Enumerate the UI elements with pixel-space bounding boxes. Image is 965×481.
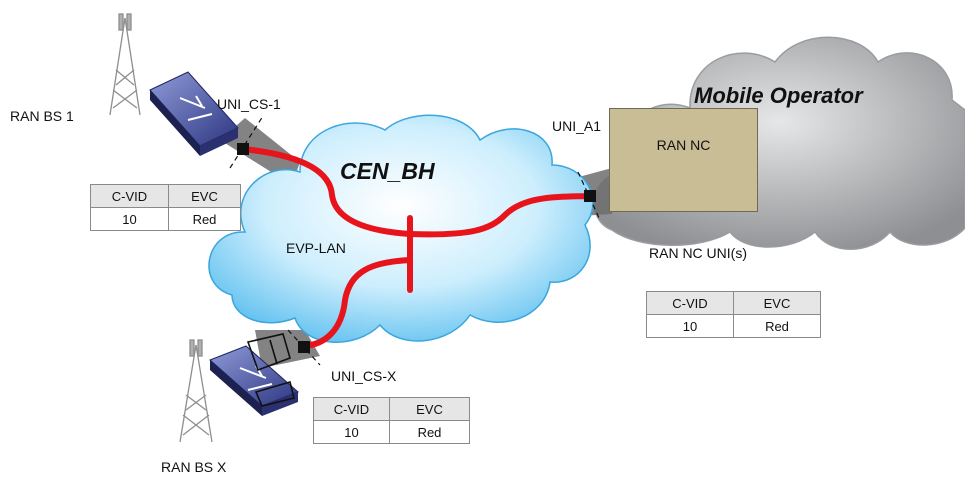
uni-cs1-marker — [229, 115, 264, 169]
table-header-row: C-VID EVC — [90, 184, 241, 208]
table-header-row: C-VID EVC — [646, 291, 821, 315]
uni-csx-marker — [287, 329, 321, 366]
bsx-vlan-table: C-VID EVC 10 Red — [313, 397, 470, 444]
table-header-evc: EVC — [168, 184, 241, 208]
evc-path-bsx — [300, 257, 413, 349]
uni-csx-label: UNI_CS-X — [331, 368, 397, 384]
evc-path-nc — [407, 193, 593, 238]
uni-cs1-label: UNI_CS-1 — [217, 96, 281, 112]
uni-cs1-port — [237, 143, 249, 155]
evc-path-bs1 — [240, 146, 413, 237]
table-cell-evc: Red — [389, 420, 470, 444]
table-cell-evc: Red — [168, 207, 241, 231]
table-header-evc: EVC — [389, 397, 470, 421]
evp-lan-label: EVP-LAN — [286, 240, 346, 256]
table-header-cvid: C-VID — [90, 184, 169, 208]
table-cell-cvid: 10 — [90, 207, 169, 231]
table-header-cvid: C-VID — [646, 291, 734, 315]
table-header-row: C-VID EVC — [313, 397, 470, 421]
network-device-bs1-icon — [149, 71, 239, 156]
device-outline-bsx — [246, 333, 295, 407]
cell-tower-bsx-icon — [179, 339, 213, 443]
ran-nc-label: RAN NC — [656, 137, 711, 153]
uni-a1-port — [584, 190, 596, 202]
table-header-cvid: C-VID — [313, 397, 390, 421]
table-cell-evc: Red — [733, 314, 821, 338]
table-cell-cvid: 10 — [646, 314, 734, 338]
table-row: 10 Red — [90, 207, 241, 231]
ran-nc-uni-label: RAN NC UNI(s) — [649, 245, 747, 261]
cen-bh-cloud — [208, 114, 594, 344]
uni-a1-label: UNI_A1 — [552, 118, 602, 134]
network-device-bsx-icon — [209, 345, 299, 416]
ran-bs1-label: RAN BS 1 — [10, 108, 74, 124]
table-cell-cvid: 10 — [313, 420, 390, 444]
cen-bh-label: CEN_BH — [340, 158, 435, 184]
ran-nc-box: RAN NC — [609, 108, 758, 212]
mobile-operator-label: Mobile Operator — [694, 83, 863, 108]
ran-bsx-label: RAN BS X — [161, 459, 227, 475]
evc-red-lines — [240, 146, 593, 349]
cell-tower-bs1-icon — [109, 13, 141, 116]
uni-csx-port — [298, 341, 310, 353]
bs1-vlan-table: C-VID EVC 10 Red — [90, 184, 241, 231]
table-row: 10 Red — [646, 314, 821, 338]
table-row: 10 Red — [313, 420, 470, 444]
nc-vlan-table: C-VID EVC 10 Red — [646, 291, 821, 338]
table-header-evc: EVC — [733, 291, 821, 315]
uni-markers — [229, 115, 601, 366]
